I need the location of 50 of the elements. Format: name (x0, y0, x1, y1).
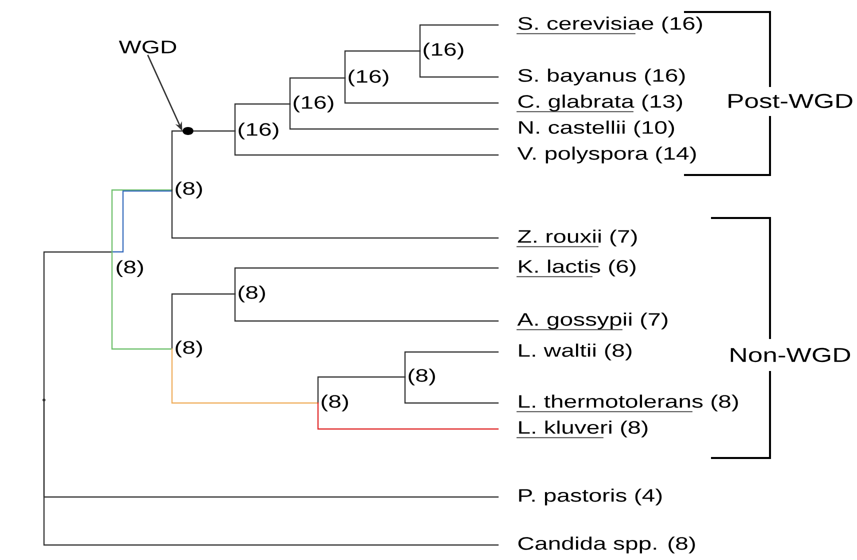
species-label: L. kluveri (8) (516, 420, 648, 438)
branch-line (171, 189, 499, 239)
group-label: Non-WGD (730, 348, 850, 362)
branch-line (43, 251, 113, 401)
branch-line (317, 376, 406, 404)
branch-line (289, 77, 346, 105)
chromosome-count: (8) (322, 394, 348, 412)
branch-line (344, 77, 499, 104)
branch-line (193, 130, 236, 132)
branch-line (111, 251, 173, 350)
chromosome-count: (8) (408, 368, 435, 386)
chromosome-count: (8) (176, 340, 202, 358)
species-label: S. cerevisiae (16) (516, 16, 702, 34)
chromosome-count: (8) (238, 286, 265, 302)
branch-line (43, 399, 499, 546)
species-label: K. lactis (6) (516, 260, 636, 278)
chromosome-count: (16) (424, 42, 464, 60)
chromosome-count: (16) (294, 96, 334, 112)
chromosome-count: (8) (116, 260, 143, 277)
event-label: WGD (118, 40, 176, 54)
species-label: L. waltii (8) (519, 344, 632, 360)
root-point (42, 398, 46, 402)
branch-line (234, 103, 291, 132)
chromosome-count: (16) (348, 70, 388, 86)
species-label: S. bayanus (16) (518, 68, 685, 86)
chromosome-count: (16) (238, 122, 278, 140)
branch-line (289, 103, 499, 130)
species-label: A. gossypii (7) (516, 312, 668, 330)
branch-line (404, 376, 499, 404)
species-label: L. thermotolerans (8) (516, 394, 738, 412)
chromosome-count: (8) (176, 182, 202, 198)
node-dot (182, 127, 194, 135)
species-label: Z. rouxii (7) (516, 230, 637, 248)
branch-line (344, 50, 421, 79)
group-label: Post-WGD (728, 94, 852, 108)
species-label: Candida spp. (8) (518, 536, 695, 554)
branch-line (234, 267, 499, 295)
species-label: V. polyspora (14) (517, 146, 696, 164)
branch-line (171, 293, 236, 350)
species-label: N. castellii (10) (519, 120, 674, 138)
branch-line (317, 402, 499, 430)
branch-line (171, 130, 183, 191)
species-label: P. pastoris (4) (519, 488, 662, 506)
species-label: C. glabrata (13) (516, 94, 682, 112)
branch-line (404, 351, 499, 378)
branch-line (419, 50, 499, 78)
branch-line (234, 130, 499, 156)
branch-line (419, 24, 499, 52)
branch-line (234, 293, 499, 322)
branch-line (171, 348, 319, 404)
